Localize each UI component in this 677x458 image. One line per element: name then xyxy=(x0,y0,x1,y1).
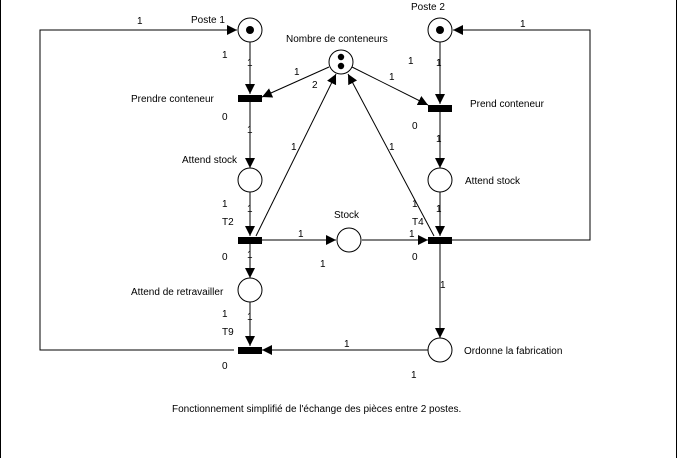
label-t2: T2 xyxy=(222,217,234,228)
label-prendre-conteneur: Prendre conteneur xyxy=(131,94,215,105)
transition-t4 xyxy=(428,237,452,244)
label-attend-stock-2: Attend stock xyxy=(465,176,521,187)
weight-poste2-prend: 1 xyxy=(436,58,442,69)
count-t9: 0 xyxy=(222,361,228,372)
token-poste2 xyxy=(436,26,444,34)
weight-t4-nombre: 1 xyxy=(389,142,395,153)
place-ordonne-fabrication xyxy=(427,337,453,363)
weight-t9-poste1: 1 xyxy=(137,16,143,27)
place-stock xyxy=(336,227,362,253)
token-nombre-1 xyxy=(337,53,345,61)
weight-attend2-t4: 1 xyxy=(412,199,418,210)
arc-nombre-to-prend xyxy=(351,66,429,106)
place-attend-stock-1 xyxy=(237,167,263,193)
label-t4: T4 xyxy=(412,217,424,228)
place-attend-retravailler xyxy=(237,277,263,303)
arc-t4-to-poste2 xyxy=(450,25,591,241)
label-attend-retravailler: Attend de retravailler xyxy=(131,287,224,298)
weight-t2-retravailler: 1 xyxy=(247,250,253,261)
label-stock: Stock xyxy=(334,210,360,221)
weight-ordonne-below: 1 xyxy=(411,370,417,381)
weight-nombre-prend: 1 xyxy=(389,72,395,83)
weight-prendre-attend: 1 xyxy=(247,125,253,136)
count-prend-conteneur: 0 xyxy=(412,121,418,132)
count-t4: 0 xyxy=(412,252,418,263)
weight-ordonne-t9: 1 xyxy=(344,339,350,350)
token-poste1 xyxy=(246,26,254,34)
arc-nombre-to-prendre xyxy=(261,66,330,98)
weight-t2-nombre-upper: 2 xyxy=(312,80,318,91)
weight-attend1-t2: 1 xyxy=(222,199,228,210)
count-t2: 0 xyxy=(222,252,228,263)
place-nombre-conteneurs xyxy=(328,49,354,75)
weight-t2-nombre: 1 xyxy=(291,142,297,153)
weight-t2-upper: 1 xyxy=(247,204,253,215)
transition-prend-conteneur xyxy=(428,105,452,112)
weight-t4-ordonne: 1 xyxy=(440,280,446,291)
arc-t2-to-nombre xyxy=(255,73,337,237)
token-nombre-2 xyxy=(337,62,345,70)
weight-nombre-side: 1 xyxy=(408,56,414,67)
transition-t2 xyxy=(238,237,262,244)
label-poste2: Poste 2 xyxy=(411,2,445,13)
arc-t9-to-poste1 xyxy=(39,25,237,351)
weight-t4-upper: 1 xyxy=(436,204,442,215)
arc-t4-to-nombre xyxy=(347,73,435,237)
weight-t2-stock: 1 xyxy=(298,229,304,240)
label-nombre-conteneurs: Nombre de conteneurs xyxy=(286,34,388,45)
label-poste1: Poste 1 xyxy=(191,15,225,26)
label-ordonne-fabrication: Ordonne la fabrication xyxy=(464,346,562,357)
weight-stock-below: 1 xyxy=(320,259,326,270)
transition-prendre-conteneur xyxy=(238,95,262,102)
label-attend-stock-1: Attend stock xyxy=(182,155,238,166)
place-attend-stock-2 xyxy=(427,167,453,193)
diagram-caption: Fonctionnement simplifié de l'échange de… xyxy=(172,404,461,415)
weight-retravailler-t9: 1 xyxy=(247,312,253,323)
weight-poste1-side: 1 xyxy=(222,50,228,61)
label-t9: T9 xyxy=(222,327,234,338)
weight-nombre-prendre: 1 xyxy=(294,67,300,78)
label-prend-conteneur: Prend conteneur xyxy=(470,99,545,110)
weight-retravailler-side: 1 xyxy=(222,309,228,320)
weight-stock-t4: 1 xyxy=(409,229,415,240)
weight-t4-poste2: 1 xyxy=(520,19,526,30)
weight-poste1-prendre: 1 xyxy=(247,58,253,69)
weight-prend-attend: 1 xyxy=(436,134,442,145)
count-prendre-conteneur: 0 xyxy=(222,112,228,123)
transition-t9 xyxy=(238,347,262,354)
